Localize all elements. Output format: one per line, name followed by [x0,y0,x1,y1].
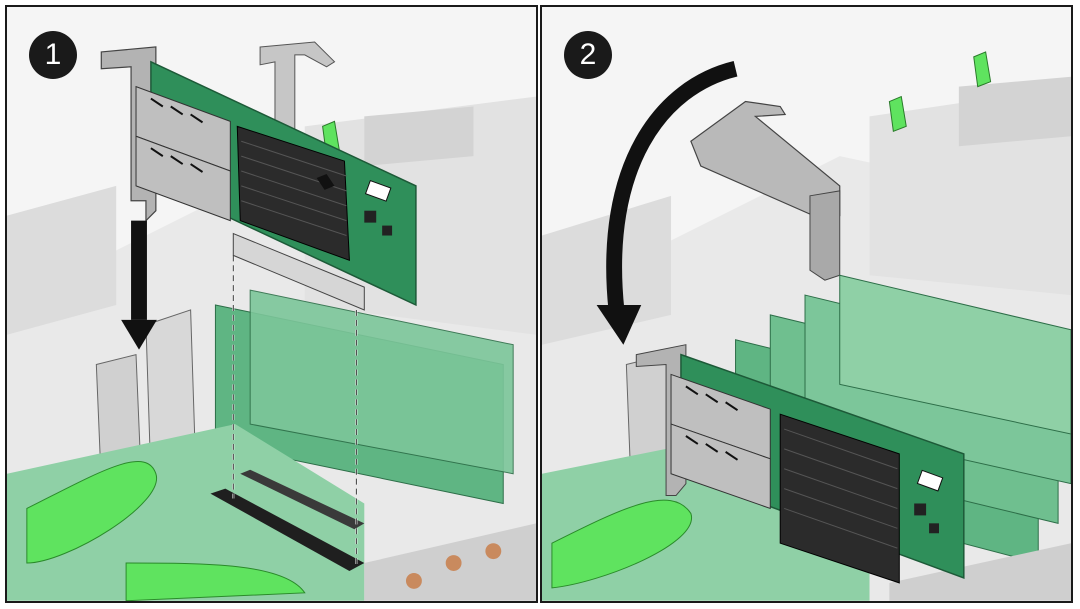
green-latch [26,461,157,564]
step-number-badge: 2 [564,31,612,79]
chassis-wall [7,185,117,335]
step-1-panel: 1 [5,5,538,603]
step-1-illustration [7,7,536,601]
card-heatsink [779,413,900,584]
green-latch [551,499,692,589]
step-2-illustration [542,7,1071,601]
motherboard [7,424,365,601]
installed-card-4 [839,274,1071,435]
step-number-badge: 1 [29,31,77,79]
insert-down-arrow-icon [121,220,157,350]
pcie-slot [210,488,365,571]
green-tab [888,95,907,132]
step-2-panel: 2 [540,5,1073,603]
heatsink-base [889,543,1071,601]
pcie-slot-2 [240,469,365,530]
rotate-latch-arrow-icon [596,61,738,345]
installed-card-2 [249,289,514,475]
card-edge-connector [232,232,365,311]
retainer-bracket [690,100,841,222]
